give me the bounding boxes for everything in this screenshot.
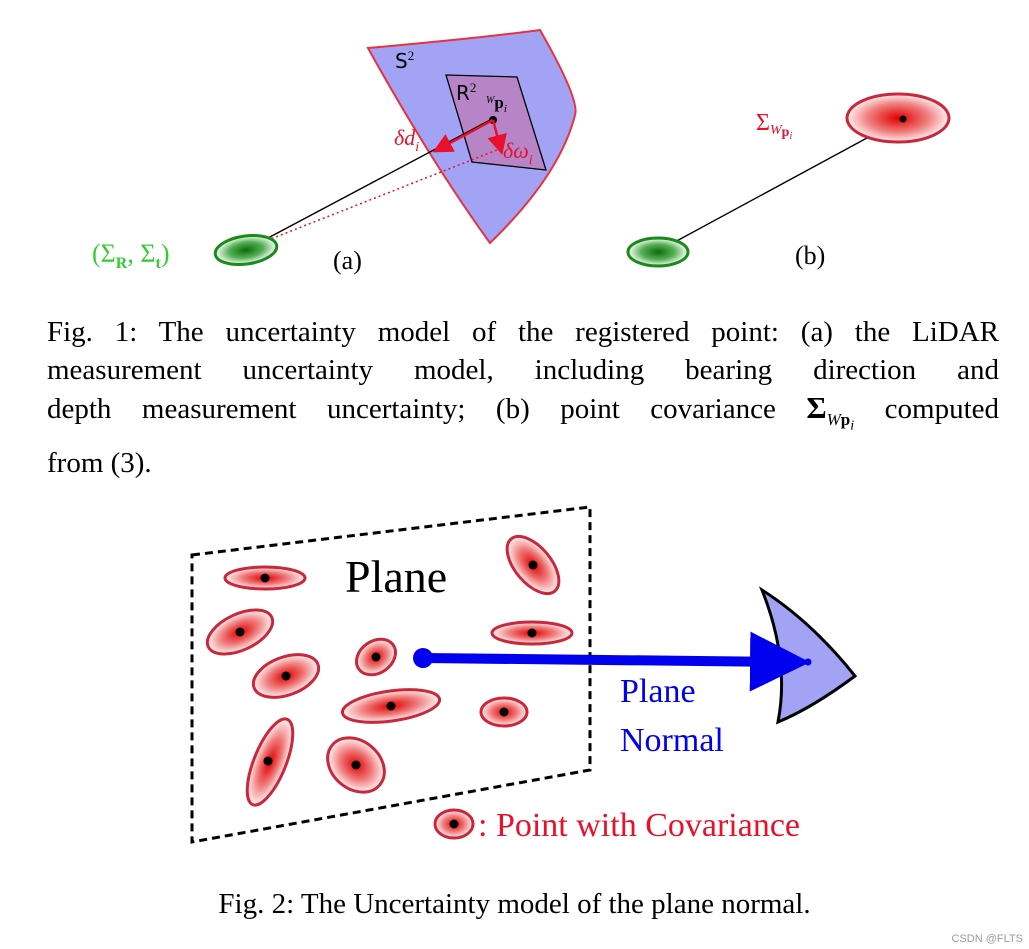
covariance-ellipse xyxy=(479,696,529,728)
plane-title: Plane xyxy=(345,551,447,602)
caption-1-line-3: depth measurement uncertainty; (b) point… xyxy=(47,390,1000,434)
caption-1-line-1: Fig. 1: The uncertainty model of the reg… xyxy=(47,316,999,348)
figure-1-illustration: S2 R2 Wpi δdi δωi (ΣR, Σt) (a) ΣWpi xyxy=(92,28,951,275)
covariance-ellipse xyxy=(326,736,386,794)
sphere-label: S2 xyxy=(395,48,414,73)
covariance-ellipse xyxy=(355,637,397,677)
point-covariance-ellipse xyxy=(845,92,951,144)
panel-b-label: (b) xyxy=(795,241,825,270)
panel-a-label: (a) xyxy=(333,246,362,275)
pose-ellipse-a xyxy=(213,233,279,267)
panel-b: ΣWpi (b) xyxy=(626,92,951,270)
covariance-ellipse xyxy=(490,620,574,646)
figure-1-caption: Fig. 1: The uncertainty model of the reg… xyxy=(47,313,999,482)
covariance-ellipse xyxy=(245,717,295,807)
delta-d-arrow xyxy=(432,118,494,153)
covariance-ellipse xyxy=(205,608,275,656)
normal-origin-dot xyxy=(413,648,433,668)
covariance-center-dot xyxy=(899,115,907,123)
caption-1-line-4: from (3). xyxy=(47,447,152,480)
covariance-ellipse xyxy=(505,535,561,595)
pose-ellipse-b xyxy=(626,236,690,268)
caption-1-line-2: measurement uncertainty model, including… xyxy=(47,354,999,386)
legend-dot xyxy=(449,819,459,829)
normal-tip-dot xyxy=(804,658,812,666)
pose-label: (ΣR, Σt) xyxy=(92,239,170,272)
normal-cone xyxy=(758,586,858,725)
panel-a: S2 R2 Wpi δdi δωi (ΣR, Σt) (a) xyxy=(92,28,577,275)
covariance-ellipse xyxy=(223,565,307,591)
plane-normal-label-2: Normal xyxy=(620,722,724,759)
point-covariance-ellipses xyxy=(205,535,574,807)
point-label: Wpi xyxy=(486,93,507,115)
covariance-ray xyxy=(659,118,903,251)
legend: : Point with Covariance xyxy=(433,807,800,844)
plane-normal-label-1: Plane xyxy=(620,673,696,710)
covariance-ellipse xyxy=(340,688,442,724)
covariance-label: ΣWpi xyxy=(756,110,792,142)
covariance-ellipse xyxy=(251,653,321,699)
delta-d-label: δdi xyxy=(394,125,419,155)
delta-omega-arrow xyxy=(487,119,507,155)
delta-omega-label: δωi xyxy=(503,138,533,168)
figure-2-caption: Fig. 2: The Uncertainty model of the pla… xyxy=(218,888,811,920)
legend-text: : Point with Covariance xyxy=(478,807,800,844)
figure-2-illustration: Plane Plane Normal : Point with Covarian… xyxy=(190,505,858,844)
tangent-plane-label: R2 xyxy=(456,80,476,105)
plane-outline xyxy=(190,505,592,844)
watermark: CSDN @FLTS xyxy=(951,933,1023,945)
plane-normal-arrow xyxy=(422,631,810,692)
